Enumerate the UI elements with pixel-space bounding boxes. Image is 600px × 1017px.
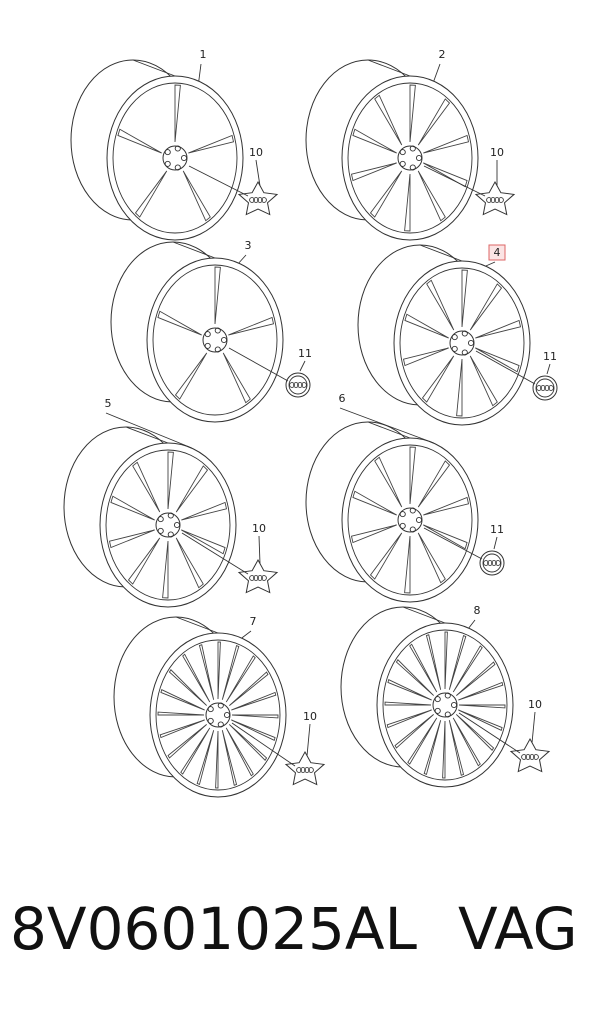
brand-label: VAG [458, 895, 578, 963]
logo-ring [293, 382, 299, 388]
logo-ring [495, 560, 501, 566]
wheel-8-center-cap [509, 737, 551, 773]
logo-ring [257, 197, 263, 203]
wheel-6-cap-label: 11 [490, 523, 504, 536]
logo-ring [494, 197, 500, 203]
logo-ring [498, 197, 504, 203]
wheel-4: 4 11 [357, 244, 558, 426]
wheel-1-label: 1 [200, 48, 207, 61]
wheel-7-center-cap [284, 750, 326, 786]
wheel-4-center-cap [532, 375, 558, 401]
logo-ring [521, 754, 527, 760]
logo-ring [548, 385, 554, 391]
logo-ring [533, 754, 539, 760]
wheel-2-cap-label: 10 [490, 146, 504, 159]
logo-ring [289, 382, 295, 388]
logo-ring [257, 575, 263, 581]
wheel-5: 5 10 [63, 397, 279, 608]
wheel-8-cap-label: 10 [528, 698, 542, 711]
logo-ring [297, 382, 303, 388]
wheel-5-cap-label: 10 [252, 522, 266, 535]
wheel-3-cap-label: 11 [298, 347, 312, 360]
logo-ring [491, 560, 497, 566]
wheel-3-center-cap [285, 372, 311, 398]
wheel-2: 2 10 [305, 48, 516, 241]
wheel-4-label: 4 [494, 246, 501, 259]
wheel-6-center-cap [479, 550, 505, 576]
logo-ring [540, 385, 546, 391]
logo-ring [487, 560, 493, 566]
logo-ring [261, 197, 267, 203]
wheel-2-center-cap [474, 180, 516, 216]
logo-ring [308, 767, 314, 773]
logo-ring [249, 575, 255, 581]
wheel-7-label: 7 [250, 615, 257, 628]
wheel-3-label: 3 [245, 239, 252, 252]
wheel-3: 3 11 [110, 239, 312, 423]
logo-ring [525, 754, 531, 760]
part-number: 8V0601025AL [10, 895, 417, 963]
logo-ring [529, 754, 535, 760]
wheel-4-cap-label: 11 [543, 350, 557, 363]
logo-ring [536, 385, 542, 391]
logo-ring [304, 767, 310, 773]
logo-ring [544, 385, 550, 391]
wheel-5-center-cap [237, 558, 279, 594]
logo-ring [490, 197, 496, 203]
wheel-7: 7 10 [113, 615, 326, 798]
logo-ring [483, 560, 489, 566]
wheel-1-center-cap [237, 180, 279, 216]
wheel-1: 1 10 [70, 48, 279, 241]
wheel-8-label: 8 [474, 604, 481, 617]
logo-ring [296, 767, 302, 773]
wheel-2-label: 2 [439, 48, 446, 61]
logo-ring [261, 575, 267, 581]
logo-ring [253, 197, 259, 203]
logo-ring [249, 197, 255, 203]
wheel-5-label: 5 [105, 397, 112, 410]
wheel-6: 6 11 [305, 392, 505, 603]
wheel-8: 8 10 [340, 604, 551, 788]
logo-ring [253, 575, 259, 581]
logo-ring [300, 767, 306, 773]
wheel-7-cap-label: 10 [303, 710, 317, 723]
logo-ring [301, 382, 307, 388]
wheel-6-label: 6 [339, 392, 346, 405]
logo-ring [486, 197, 492, 203]
wheel-1-cap-label: 10 [249, 146, 263, 159]
